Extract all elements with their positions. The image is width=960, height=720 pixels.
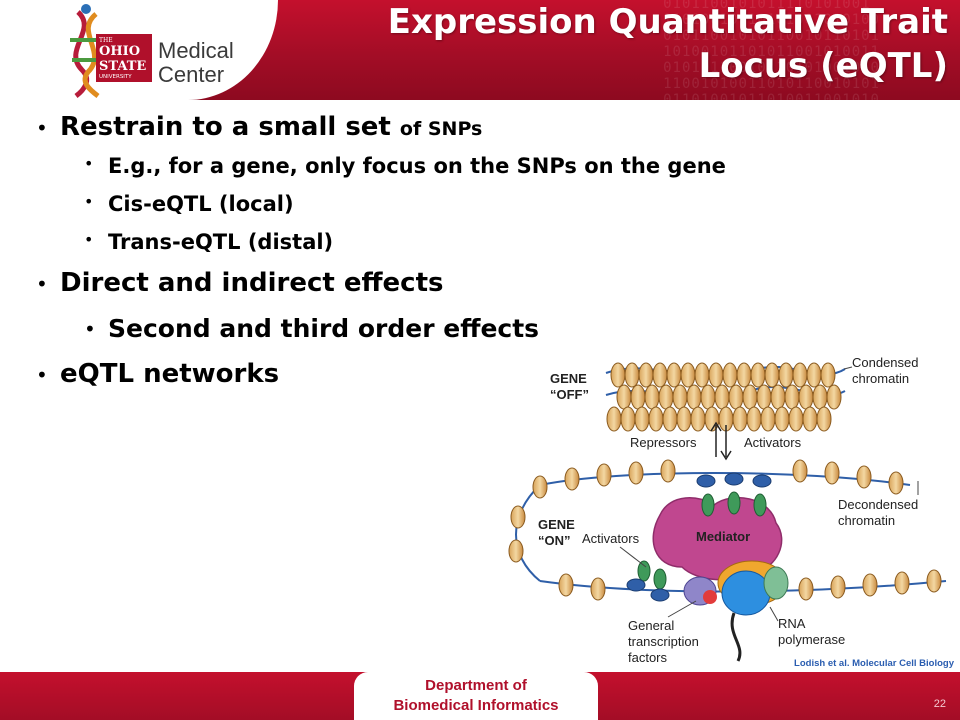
sub-bullet-trans: Trans-eQTL (distal)	[108, 230, 334, 254]
transcription-complex	[683, 560, 789, 662]
decondensed-chromatin-label-2: chromatin	[838, 513, 895, 528]
condensed-chromatin-label-1: Condensed	[852, 355, 919, 370]
gene-off-label-2: “OFF”	[550, 387, 589, 402]
rna-polymerase-label-2: polymerase	[778, 632, 845, 647]
chromatin-figure: GENE “OFF” Condensed chromatin Repressor…	[500, 345, 960, 675]
slide-header: 0101100101011110101001 11010010110101001…	[0, 0, 960, 100]
binary-pattern-decoration: 0101100101011110101001 11010010110101001…	[663, 0, 880, 100]
dna-binding-sites	[626, 472, 772, 602]
condensed-chromatin-label-2: chromatin	[852, 371, 909, 386]
general-tf-label-3: factors	[628, 650, 668, 665]
activator-proteins	[637, 491, 767, 590]
activators-top-label: Activators	[744, 435, 802, 450]
title-line-2: Locus (eQTL)	[698, 46, 948, 86]
svg-text:STATE: STATE	[99, 59, 146, 74]
bullet-text: Restrain to a small set	[60, 112, 400, 142]
bullet-dot: •	[84, 154, 94, 173]
sub-bullet-cis: Cis-eQTL (local)	[108, 192, 294, 216]
general-tf-label-2: transcription	[628, 634, 699, 649]
bullet-dot: •	[36, 116, 48, 140]
bullet-dot: •	[36, 363, 48, 387]
gene-on-label-1: GENE	[538, 517, 575, 532]
logo-area: THE OHIO STATE UNIVERSITY Medical Center	[0, 0, 278, 100]
chromatin-diagram: GENE “OFF” Condensed chromatin Repressor…	[508, 355, 947, 665]
slide-footer: Department of Biomedical Informatics	[0, 672, 960, 720]
svg-text:Medical: Medical	[158, 38, 234, 63]
title-line-1: Expression Quantitative Trait	[387, 2, 948, 42]
rna-polymerase-label-1: RNA	[778, 616, 806, 631]
gene-on-label-2: “ON”	[538, 533, 571, 548]
figure-credit: Lodish et al. Molecular Cell Biology	[794, 658, 954, 669]
activators-mid-label: Activators	[582, 531, 640, 546]
slide-title: Expression Quantitative Trait Locus (eQT…	[388, 0, 948, 88]
department-line-1: Department of	[425, 677, 527, 694]
svg-text:THE: THE	[99, 37, 113, 44]
department-line-2: Biomedical Informatics	[393, 697, 559, 714]
svg-text:Center: Center	[158, 62, 224, 87]
department-label: Department of Biomedical Informatics	[354, 676, 598, 716]
condensed-chromatin	[605, 362, 846, 432]
bullet-text-small: of SNPs	[399, 118, 483, 140]
sub-bullet-eg: E.g., for a gene, only focus on the SNPs…	[108, 154, 726, 178]
bullet-dot: •	[84, 230, 94, 249]
general-tf-label-1: General	[628, 618, 674, 633]
equilibrium-arrows	[710, 421, 732, 461]
bullet-restrain: Restrain to a small set of SNPs	[60, 112, 482, 142]
bullet-dot: •	[36, 272, 48, 296]
ohio-state-medical-center-logo: THE OHIO STATE UNIVERSITY Medical Center	[70, 4, 234, 98]
mediator-label: Mediator	[696, 529, 750, 544]
svg-text:UNIVERSITY: UNIVERSITY	[99, 74, 132, 80]
bullet-direct: Direct and indirect effects	[60, 268, 444, 298]
repressors-label: Repressors	[630, 435, 697, 450]
svg-text:OHIO: OHIO	[99, 44, 140, 59]
decondensed-chromatin-label-1: Decondensed	[838, 497, 918, 512]
sub-bullet-order: Second and third order effects	[108, 314, 540, 343]
bullet-networks: eQTL networks	[60, 359, 280, 389]
gene-off-label-1: GENE	[550, 371, 587, 386]
page-number: 22	[933, 698, 946, 710]
bullet-dot: •	[84, 317, 96, 341]
footer-tab	[354, 672, 598, 720]
bullet-dot: •	[84, 192, 94, 211]
